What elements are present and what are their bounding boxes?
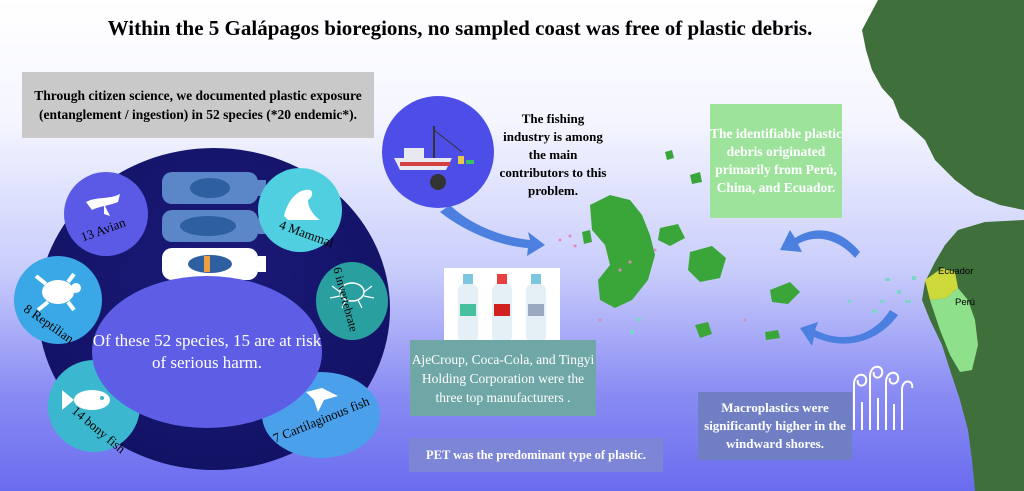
- bottle-icon: [458, 274, 546, 342]
- island-espanola: [765, 330, 780, 340]
- island-santiago: [658, 224, 685, 246]
- pet-box: PET was the predominant type of plastic.: [409, 438, 663, 472]
- arrow-icon: [440, 205, 545, 256]
- debris-scatter: [558, 234, 747, 322]
- macro-box: Macroplastics were significantly higher …: [698, 392, 852, 460]
- island-pinta: [665, 150, 674, 160]
- peru-region: [930, 288, 978, 372]
- wave-icon: [853, 365, 914, 430]
- mammal-circle: 4 Mammal: [258, 168, 342, 252]
- arrow-icon: [780, 230, 860, 258]
- shark-icon: [306, 388, 338, 412]
- crab-icon: [329, 282, 375, 309]
- island-isabela: [590, 195, 655, 308]
- avian-circle: 13 Avian: [64, 172, 148, 256]
- bottle-icon: [162, 248, 266, 280]
- fish-icon: [62, 390, 110, 410]
- bottle-icon: [162, 210, 266, 242]
- intro-box: Through citizen science, we documented p…: [22, 72, 374, 138]
- central-america-land: [862, 0, 1024, 210]
- turtle-icon: [34, 272, 81, 312]
- island-san-cristobal: [770, 282, 800, 304]
- caribbean-islands: [965, 178, 1020, 197]
- debris-scatter: [630, 276, 916, 334]
- invertebrate-circle: 6 invertebrate: [316, 262, 388, 340]
- fishing-text: The fishing industry is among the main c…: [499, 111, 607, 198]
- bottles-panel: [444, 268, 560, 346]
- arrow-icon: [800, 310, 898, 346]
- bottled-animals: [162, 172, 266, 280]
- peru-label: Perú: [955, 297, 976, 308]
- ecuador-label: Ecuador: [938, 266, 974, 277]
- ship-icon: [394, 126, 474, 190]
- island-santa-cruz: [688, 246, 726, 282]
- island-marchena: [690, 172, 702, 184]
- risk-bubble: Of these 52 species, 15 are at risk of s…: [92, 276, 322, 428]
- island-floreana: [695, 322, 712, 338]
- bird-icon: [86, 194, 120, 216]
- fishing-circle: [382, 96, 494, 208]
- reptilian-circle: 8 Reptilian: [14, 256, 102, 346]
- seal-icon: [284, 189, 320, 220]
- bottle-icon: [162, 172, 266, 204]
- page-title: Within the 5 Galápagos bioregions, no sa…: [107, 16, 813, 40]
- ecuador-region: [925, 268, 958, 300]
- manufacturers-box: AjeCroup, Coca-Cola, and Tingyi Holding …: [410, 340, 596, 416]
- island-fernandina: [582, 230, 592, 244]
- origin-box: The identifiable plastic debris originat…: [710, 104, 842, 218]
